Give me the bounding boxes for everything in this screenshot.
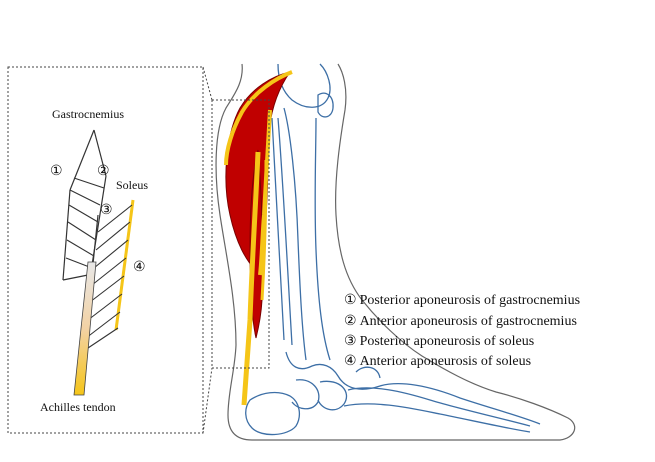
soleus-anterior-aponeurosis [114,199,135,331]
soleus-fibres [84,204,133,351]
leg-outline [215,63,576,441]
marker-2: ② [97,164,110,179]
achilles-tendon-bar [73,261,97,396]
leg-focus-box [211,99,270,369]
label-achilles-tendon: Achilles tendon [40,400,116,414]
leg-posterior-aponeurosis-gastrocnemius [224,70,293,166]
leg-achilles-tendon [241,151,261,406]
label-soleus: Soleus [116,178,148,192]
inset-frame [7,66,204,434]
marker-1: ① [50,164,63,179]
label-gastrocnemius: Gastrocnemius [52,107,124,121]
inset-connector-bottom [202,367,213,434]
marker-4: ④ [133,260,146,275]
leg-anterior-aponeurosis-soleus [260,159,268,301]
marker-3: ③ [100,203,113,218]
bones [245,63,541,436]
inset-connector-top [202,66,213,101]
